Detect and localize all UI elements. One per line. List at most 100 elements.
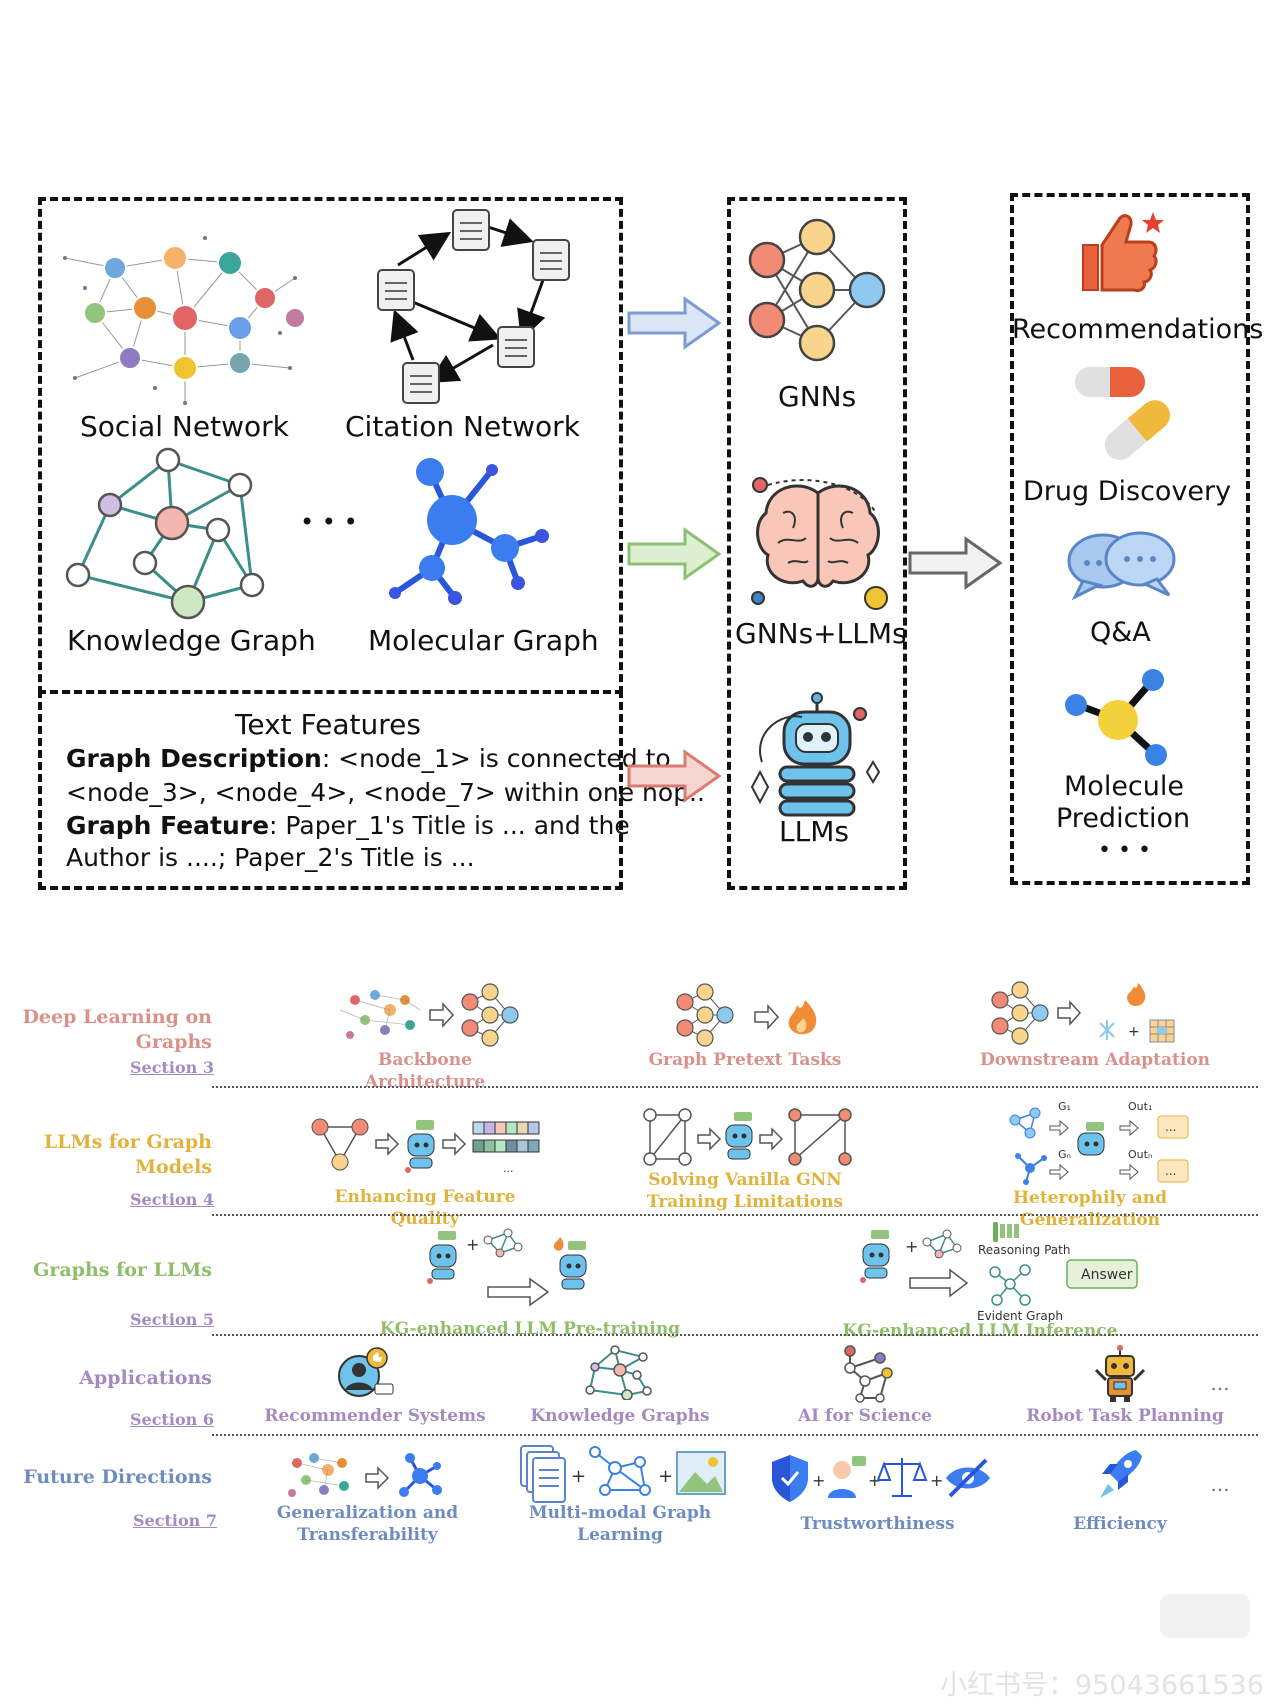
graph-ellipsis: • • • bbox=[300, 508, 358, 536]
answer-box-text: Answer bbox=[1081, 1267, 1133, 1283]
watermark-text: 小红书号：95043661536 bbox=[940, 1670, 1264, 1701]
graph-description-text: : <node_1> is connected to bbox=[321, 744, 671, 773]
svg-text:...: ... bbox=[503, 1162, 514, 1175]
svg-text:...: ... bbox=[1165, 1120, 1176, 1134]
svg-text:+: + bbox=[571, 1466, 586, 1487]
graph-feature-line1: Graph Feature: Paper_1's Title is ... an… bbox=[66, 811, 630, 840]
kg-inference-icon: + Reasoning Path Evident Graph Answer bbox=[860, 1222, 1138, 1322]
gnns-label: GNNs bbox=[778, 380, 857, 413]
item-knowledge-graphs: Knowledge Graphs bbox=[530, 1406, 710, 1426]
row-title-applications: Applications bbox=[79, 1367, 212, 1389]
molecular-graph-icon bbox=[389, 458, 549, 605]
svg-text:+: + bbox=[868, 1471, 881, 1490]
chat-bubbles-icon bbox=[1067, 531, 1176, 601]
rocket-icon bbox=[1100, 1450, 1142, 1498]
item-efficiency: Efficiency bbox=[1073, 1514, 1167, 1534]
item-applications-more: ... bbox=[1210, 1371, 1230, 1395]
row-divider-1 bbox=[212, 1086, 1258, 1088]
section-7-link[interactable]: Section 7 bbox=[133, 1511, 217, 1530]
row-title-graphs-for-llms: Graphs for LLMs bbox=[33, 1259, 212, 1281]
trustworthiness-icon: + + + bbox=[772, 1455, 990, 1502]
downstream-adaptation-icon: + bbox=[991, 981, 1175, 1045]
arrow-gray-icon bbox=[908, 536, 1003, 590]
molecule-icon bbox=[1065, 669, 1167, 766]
item-robot-task-planning: Robot Task Planning bbox=[1026, 1406, 1224, 1426]
row-title-deep-learning: Deep Learning on Graphs bbox=[22, 1006, 212, 1053]
row-divider-3 bbox=[212, 1334, 1258, 1336]
knowledge-graph-icon bbox=[65, 447, 265, 620]
row-title-llms-for-graph: LLMs for Graph Models bbox=[43, 1131, 212, 1178]
knowledge-graph-label: Knowledge Graph bbox=[67, 624, 316, 657]
item-trustworthiness: Trustworthiness bbox=[800, 1514, 955, 1534]
social-network-label: Social Network bbox=[80, 410, 289, 443]
recommendations-label: Recommendations bbox=[1012, 314, 1264, 345]
thumbs-up-icon bbox=[1082, 212, 1164, 292]
item-graph-pretext-tasks: Graph Pretext Tasks bbox=[648, 1050, 842, 1070]
svg-text:+: + bbox=[466, 1235, 479, 1254]
llms-label: LLMs bbox=[779, 815, 849, 848]
robot-icon bbox=[750, 692, 881, 817]
section-5-link[interactable]: Section 5 bbox=[130, 1310, 214, 1329]
item-ai-for-science: AI for Science bbox=[797, 1406, 933, 1426]
arrow-blue-icon bbox=[627, 296, 722, 350]
row-divider-4 bbox=[212, 1434, 1258, 1436]
gn-label: Gₙ bbox=[1058, 1148, 1071, 1161]
evident-graph-text: Evident Graph bbox=[977, 1309, 1063, 1322]
gnns-llms-label: GNNs+LLMs bbox=[735, 617, 907, 650]
row-title-future-directions: Future Directions bbox=[23, 1466, 212, 1488]
svg-text:+: + bbox=[658, 1466, 673, 1487]
robot-task-planning-icon bbox=[1094, 1345, 1146, 1402]
svg-text:+: + bbox=[1128, 1024, 1140, 1040]
arrow-green-icon bbox=[627, 527, 722, 581]
backbone-architecture-icon bbox=[339, 983, 519, 1047]
knowledge-graphs-app-icon bbox=[585, 1345, 652, 1400]
solving-vanilla-gnn-icon bbox=[643, 1108, 852, 1166]
watermark-logo bbox=[1160, 1594, 1250, 1638]
models-box bbox=[727, 197, 907, 890]
item-multimodal-graph: Multi-modal Graph Learning bbox=[528, 1503, 712, 1545]
svg-text:Out₁: Out₁ bbox=[1128, 1100, 1152, 1113]
graph-feature-text: : Paper_1's Title is ... and the bbox=[269, 811, 630, 840]
social-network-icon bbox=[63, 236, 305, 405]
molecule-label-line2: Prediction bbox=[1056, 803, 1191, 834]
item-solving-vanilla-gnn: Solving Vanilla GNN Training Limitations bbox=[646, 1170, 844, 1212]
graph-feature-label: Graph Feature bbox=[66, 811, 270, 840]
graph-description-label: Graph Description bbox=[66, 744, 322, 773]
citation-network-icon bbox=[377, 209, 570, 404]
item-future-more: ... bbox=[1210, 1472, 1230, 1496]
item-enhancing-feature-quality: Enhancing Feature Quality bbox=[334, 1187, 516, 1229]
svg-text:+: + bbox=[812, 1471, 825, 1490]
reasoning-path-text: Reasoning Path bbox=[978, 1243, 1070, 1257]
item-kg-pretraining: KG-enhanced LLM Pre-training bbox=[379, 1319, 681, 1339]
brain-icon bbox=[751, 477, 888, 610]
drug-discovery-label: Drug Discovery bbox=[1023, 476, 1232, 507]
section-6-link[interactable]: Section 6 bbox=[130, 1410, 214, 1429]
molecule-label-line1: Molecule bbox=[1064, 771, 1184, 802]
section-3-link[interactable]: Section 3 bbox=[130, 1058, 214, 1077]
svg-text:Outₙ: Outₙ bbox=[1128, 1148, 1152, 1161]
g1-label: G₁ bbox=[1058, 1100, 1071, 1113]
graph-pretext-tasks-icon bbox=[676, 983, 817, 1047]
enhancing-feature-quality-icon: ... bbox=[311, 1118, 540, 1175]
section-4-link[interactable]: Section 4 bbox=[130, 1190, 214, 1209]
ai-for-science-icon bbox=[844, 1345, 893, 1403]
kg-pretraining-icon: + bbox=[427, 1228, 587, 1307]
pills-icon bbox=[1075, 367, 1170, 460]
item-kg-inference: KG-enhanced LLM Inference bbox=[842, 1321, 1118, 1341]
applications-ellipsis: • • • bbox=[1098, 838, 1151, 863]
text-features-box bbox=[38, 690, 623, 890]
graph-description-line1: Graph Description: <node_1> is connected… bbox=[66, 744, 671, 773]
multimodal-graph-icon: + + bbox=[520, 1445, 726, 1503]
item-downstream-adaptation: Downstream Adaptation bbox=[979, 1050, 1211, 1070]
generalization-transferability-icon bbox=[288, 1453, 442, 1497]
citation-network-label: Citation Network bbox=[345, 410, 580, 443]
graph-description-line2: <node_3>, <node_4>, <node_7> within one … bbox=[66, 778, 705, 807]
row-divider-2 bbox=[212, 1214, 1258, 1216]
item-generalization-transferability: Generalization and Transferability bbox=[276, 1503, 459, 1545]
arrow-red-icon bbox=[627, 749, 722, 803]
recommender-systems-icon bbox=[338, 1347, 394, 1397]
item-recommender-systems: Recommender Systems bbox=[264, 1406, 486, 1426]
text-features-title: Text Features bbox=[235, 708, 421, 741]
molecular-graph-label: Molecular Graph bbox=[368, 624, 599, 657]
